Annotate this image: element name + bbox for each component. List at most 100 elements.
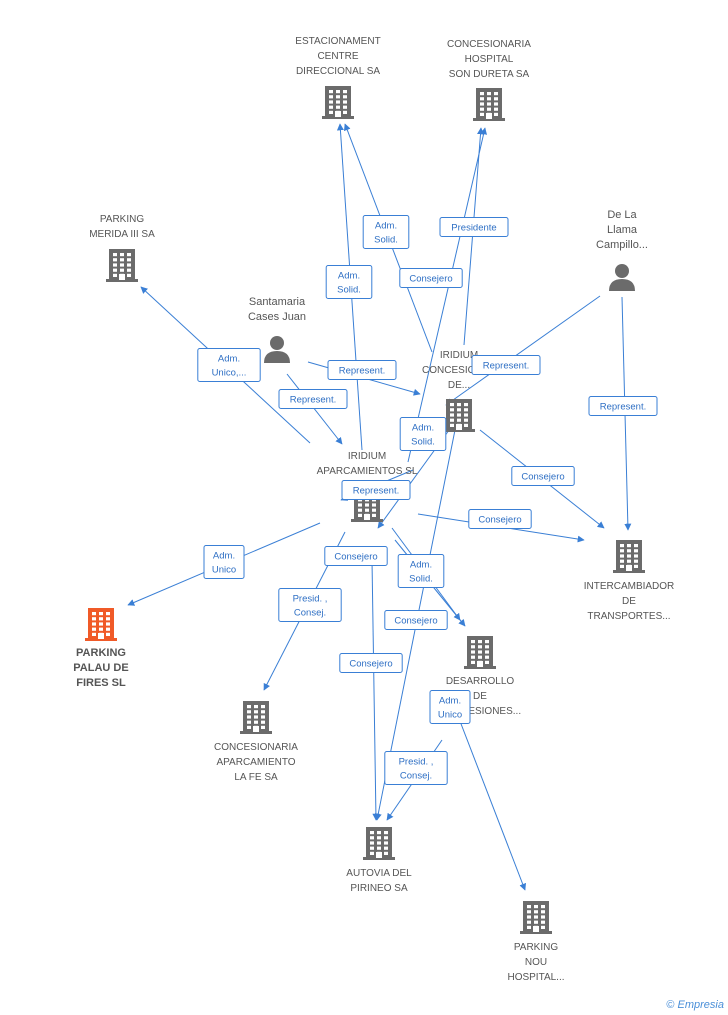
edge-label-box (397, 554, 445, 588)
copyright-icon: © (666, 999, 675, 1011)
edge-label[interactable]: Presid. ,Consej. (384, 751, 448, 785)
building-icon (443, 399, 475, 432)
edge-label[interactable]: Presidente (439, 217, 509, 237)
node-label: DE (473, 691, 487, 702)
edge-line (445, 295, 601, 406)
node-label: INTERCAMBIADOR (584, 581, 675, 592)
edge-label[interactable]: Represent. (471, 355, 541, 375)
building-icon (240, 701, 272, 734)
edge-label-box (324, 546, 388, 566)
edge-label-box (384, 610, 448, 630)
edge-label[interactable]: Adm.Unico (203, 545, 245, 579)
edge-label-box (278, 389, 348, 409)
edge-label[interactable]: Adm. Solid. (362, 215, 410, 249)
edge-label-box (468, 509, 532, 529)
edge-label-text: Adm. (439, 696, 461, 707)
edge-label-box (327, 360, 397, 380)
edge-label-box (341, 480, 411, 500)
edge-label-text: Represent. (353, 486, 399, 497)
edge-label-text: Solid. (409, 574, 433, 585)
node-iridium-conc[interactable]: IRIDIUMCONCESIONESDE... (422, 350, 496, 432)
node-label: PARKING (76, 647, 126, 659)
edge-label[interactable]: Consejero (384, 610, 448, 630)
edge-label-text: Presidente (451, 223, 496, 234)
edge-label[interactable]: Adm. Unico,... (197, 348, 261, 382)
node-de-la-llama[interactable]: De LaLlamaCampillo... (596, 209, 648, 291)
node-label: Santamaria (249, 296, 306, 308)
edge-label-text: Presid. , (293, 594, 328, 605)
edge-label[interactable]: Adm.Solid. (399, 417, 447, 451)
edge-label[interactable]: Consejero (339, 653, 403, 673)
edge-label[interactable]: Adm. Solid. (397, 554, 445, 588)
edge-label-box (362, 215, 410, 249)
node-label: CONCESIONARIA (447, 39, 531, 50)
node-label: IRIDIUM (348, 451, 386, 462)
edge-label-box (339, 653, 403, 673)
node-nou-hospital[interactable]: PARKINGNOUHOSPITAL... (507, 901, 565, 983)
edge-label-text: Adm. (375, 221, 397, 232)
edge-label-box (511, 466, 575, 486)
edge-label[interactable]: Represent. (588, 396, 658, 416)
edge-label[interactable]: Consejero (468, 509, 532, 529)
node-label: PARKING (100, 214, 144, 225)
edge-label[interactable]: Adm.Solid. (325, 265, 373, 299)
edge-label-box (197, 348, 261, 382)
edge-label-text: Represent. (290, 395, 336, 406)
edge-line (407, 127, 487, 463)
edge-label-text: Consej. (294, 608, 326, 619)
edge-label[interactable]: Consejero (399, 268, 463, 288)
node-label: HOSPITAL... (507, 972, 564, 983)
node-label: Campillo... (596, 239, 648, 251)
edge-label-text: Represent. (600, 402, 646, 413)
node-label: NOU (525, 957, 547, 968)
edge-label-text: Consejero (478, 515, 521, 526)
edge-line (371, 559, 380, 821)
edge-label-box (399, 417, 447, 451)
node-label: APARCAMIENTOS SL (317, 466, 418, 477)
node-intercambiador[interactable]: INTERCAMBIADORDETRANSPORTES... (584, 540, 675, 622)
edge-label[interactable]: Consejero (511, 466, 575, 486)
edge-label[interactable]: Represent. (341, 480, 411, 500)
edge-label-text: Adm. (410, 560, 432, 571)
edge-label-text: Adm. (412, 423, 434, 434)
edge-label-text: Unico,... (212, 368, 247, 379)
edge-label-text: Solid. (374, 235, 398, 246)
edge-label-box (203, 545, 245, 579)
node-merida[interactable]: PARKING MERIDA III SA (89, 214, 155, 282)
watermark[interactable]: ©Empresia (666, 999, 724, 1011)
building-icon (85, 608, 117, 641)
edge-label[interactable]: Consejero (324, 546, 388, 566)
building-icon (520, 901, 552, 934)
edge-label[interactable]: Represent. (278, 389, 348, 409)
edge-label[interactable]: Adm.Unico (429, 690, 471, 724)
edge-label-text: Adm. (218, 354, 240, 365)
edge-label[interactable]: Represent. (327, 360, 397, 380)
edge-label-box (439, 217, 509, 237)
building-icon (106, 249, 138, 282)
node-label: CONCESIONES... (439, 706, 521, 717)
edge-label-text: Consejero (394, 616, 437, 627)
node-desarrollo[interactable]: DESARROLLODECONCESIONES... (439, 636, 521, 717)
building-icon (464, 636, 496, 669)
edge-label-text: Consejero (409, 274, 452, 285)
node-label: DE... (448, 380, 470, 391)
node-label: ESTACIONAMENT (295, 36, 380, 47)
node-label: Cases Juan (248, 311, 306, 323)
edge-label-text: Represent. (339, 366, 385, 377)
person-icon (264, 336, 290, 363)
node-label: MERIDA III SA (89, 229, 155, 240)
edge-label[interactable]: Presid. , Consej. (278, 588, 342, 622)
node-label: CONCESIONARIA (214, 742, 298, 753)
brand-logo: Empresia (677, 999, 724, 1011)
edge-label-text: Unico (212, 565, 236, 576)
node-label: De La (607, 209, 637, 221)
building-icon (363, 827, 395, 860)
